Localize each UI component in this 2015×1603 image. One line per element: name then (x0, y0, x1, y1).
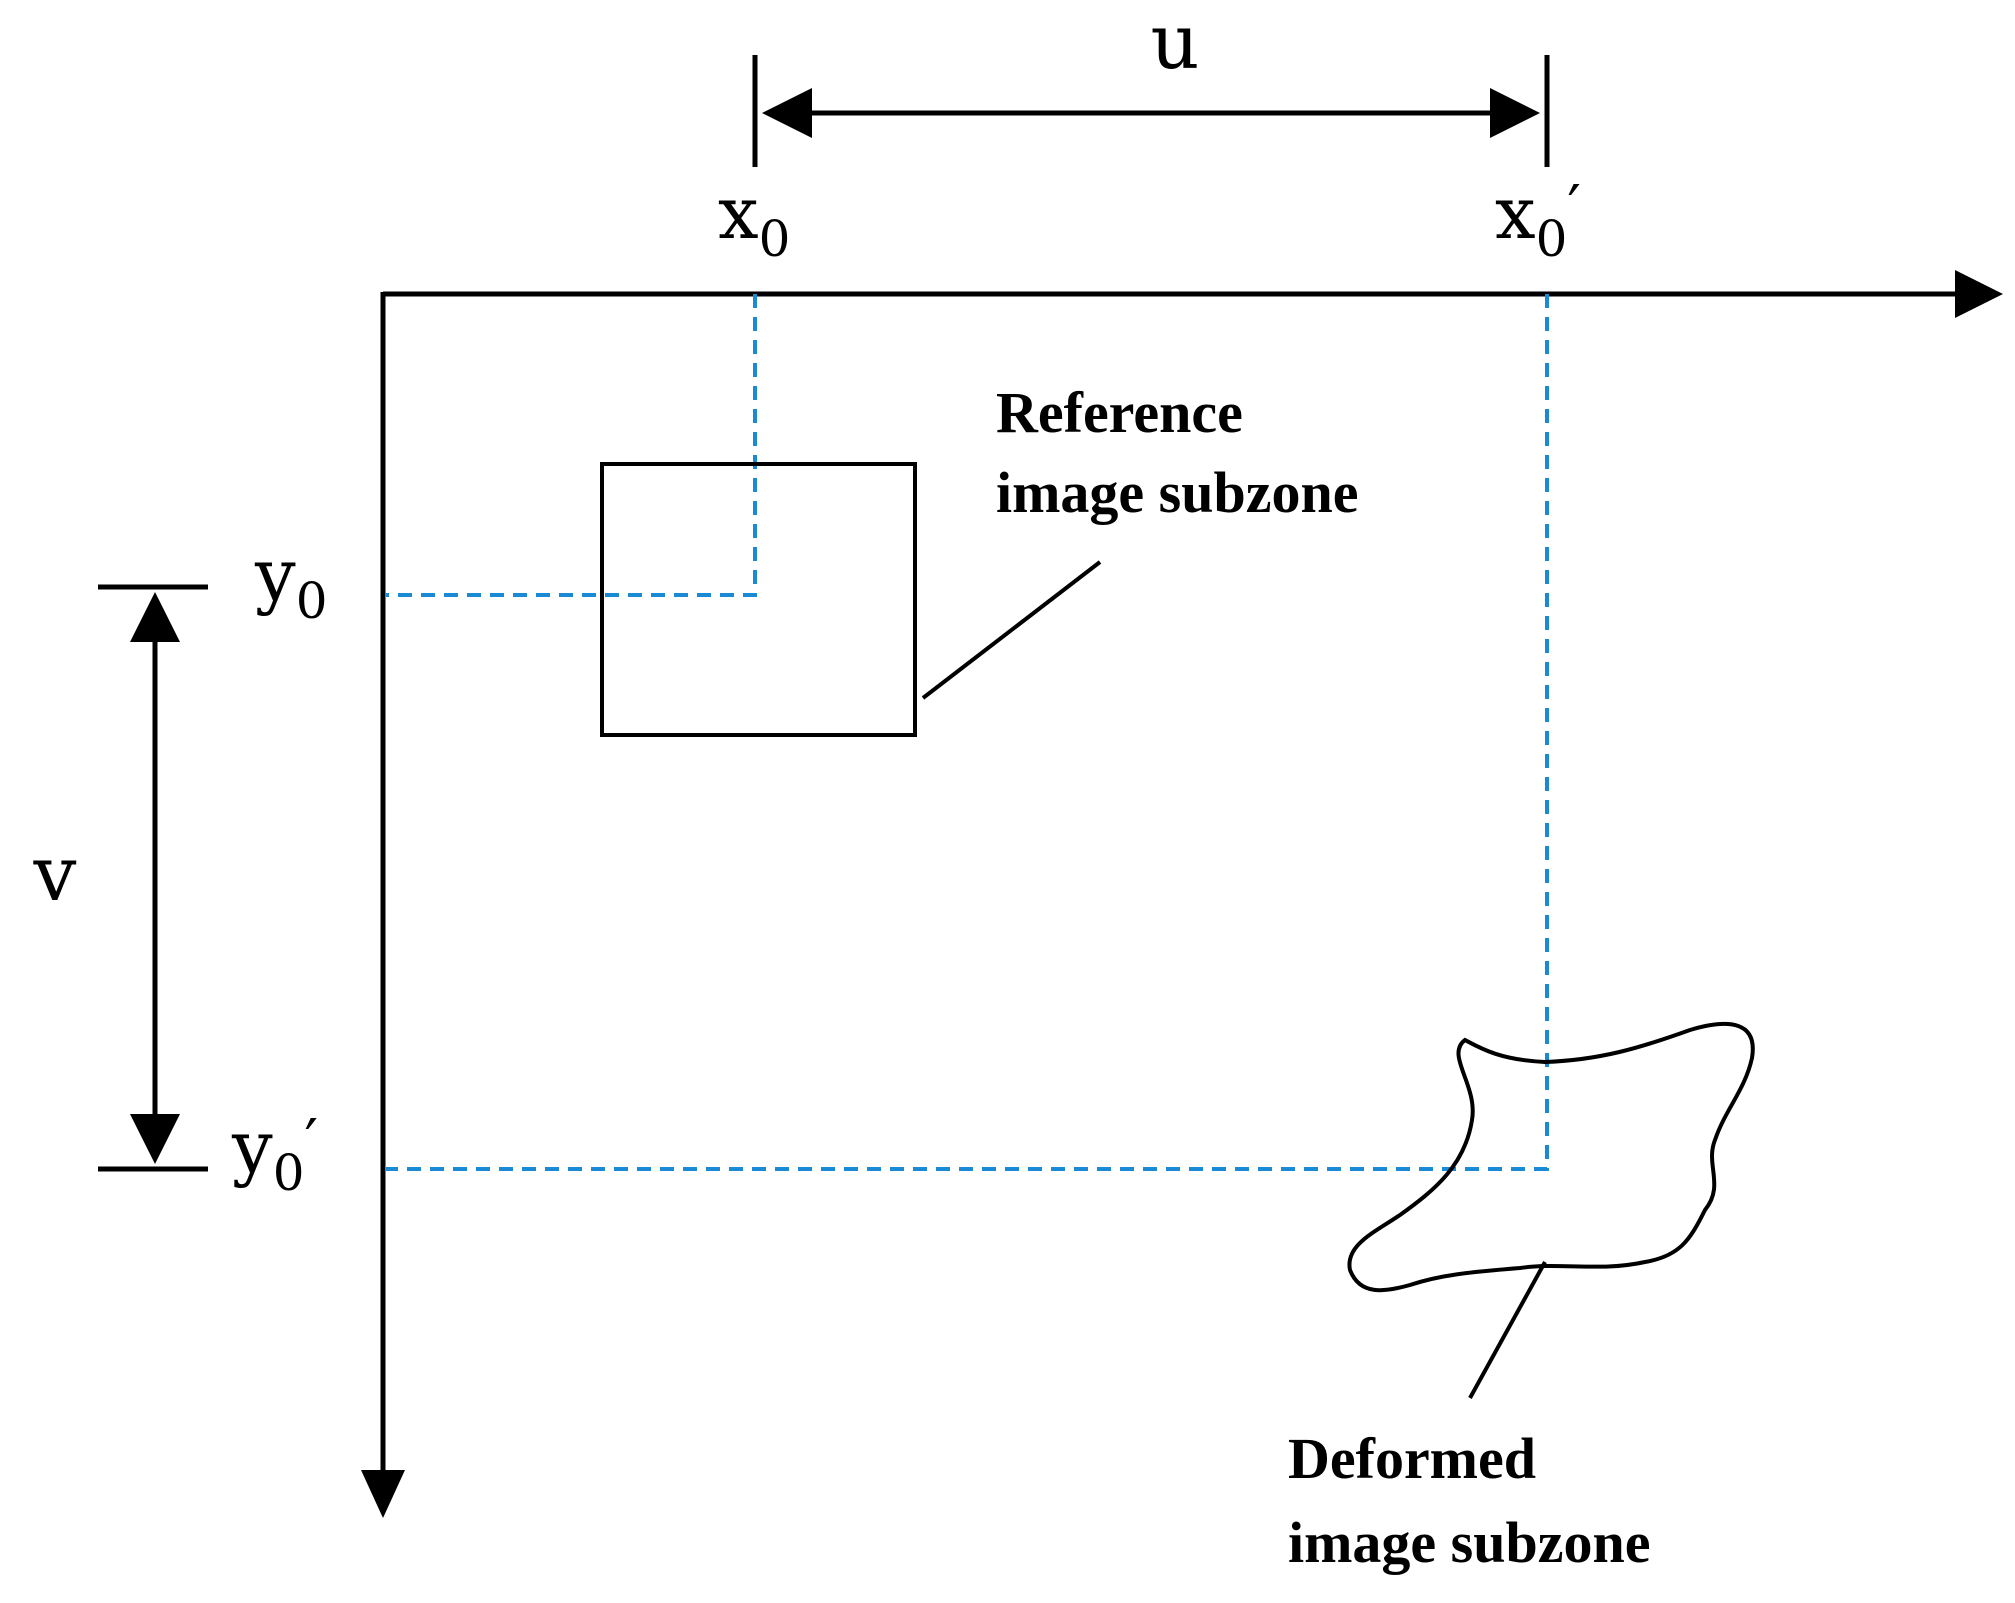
u-arrow-right (1490, 88, 1540, 138)
v-label: v (33, 829, 77, 918)
u-label: u (1151, 0, 1200, 86)
x0-label: x0 (718, 171, 790, 268)
reference-label-line1: Reference (996, 380, 1243, 445)
x-axis-arrowhead (1955, 270, 2003, 318)
deformed-guide-lines (386, 294, 1549, 1171)
reference-leader-line (921, 560, 1102, 700)
x0-prime-label: x0′ (1495, 171, 1581, 268)
reference-guide-lines (386, 294, 757, 597)
v-arrow-top (130, 592, 180, 642)
v-arrow-bottom (130, 1114, 180, 1164)
y-axis-arrowhead (361, 1470, 405, 1518)
deformed-leader-line (1468, 1261, 1547, 1399)
deformed-label-line2: image subzone (1288, 1510, 1651, 1575)
deformed-subzone (1347, 1022, 1755, 1293)
deformed-label-line1: Deformed (1288, 1426, 1536, 1491)
reference-label-line2: image subzone (996, 460, 1359, 525)
u-arrow-left (762, 88, 812, 138)
y0-label: y0 (254, 533, 328, 630)
reference-subzone (600, 462, 917, 737)
y0-prime-label: y0′ (231, 1105, 318, 1202)
